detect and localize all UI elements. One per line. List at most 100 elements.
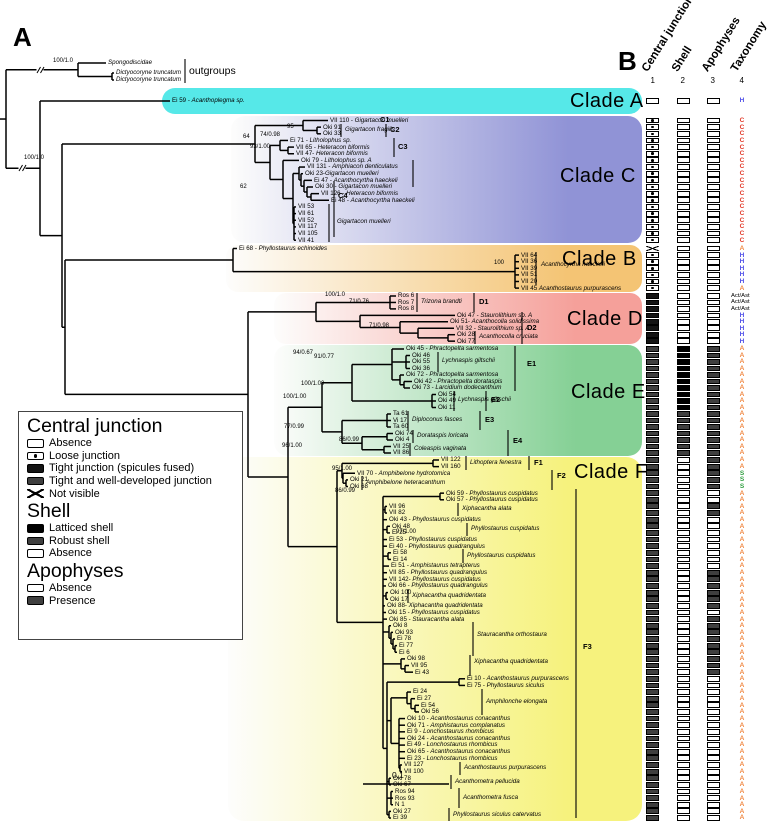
tip-label: Oki 91 xyxy=(323,124,341,131)
panel-b-label: B xyxy=(618,46,637,76)
tip-label: Oki 46 xyxy=(412,352,430,359)
tip-label: Ei 14 xyxy=(393,556,407,563)
taxonomy-value: H xyxy=(739,331,745,339)
tip-id: Ros 94 xyxy=(395,787,415,795)
support-value: 100/1.0 xyxy=(53,57,74,64)
tip-id: Ei 53 - xyxy=(389,535,409,543)
taxonomy-value: A xyxy=(739,642,745,650)
tip-species: Heteracon biformis xyxy=(317,143,370,151)
matrix-cell-central-junction xyxy=(646,170,659,177)
matrix-cell-apophyses xyxy=(707,470,720,477)
legend-item-label: Tight and well-developed junction xyxy=(49,475,212,488)
taxonomy-value: A xyxy=(739,489,745,497)
taxonomy-value: H xyxy=(739,251,745,259)
tip-label: VII 126 - Heteracon biformis xyxy=(321,190,398,197)
tip-label: Oki 100 xyxy=(390,589,411,596)
tip-label: VII 47- Heteracon biformis xyxy=(296,150,368,157)
tip-species: Acanthoplegma sp. xyxy=(191,97,245,105)
subclade-label-F1: F1 xyxy=(534,458,543,467)
legend-item-label: Absence xyxy=(49,582,92,595)
tip-label: VII 100 xyxy=(404,768,424,775)
matrix-cell-central-junction xyxy=(646,655,659,662)
tip-label: VII 32 - Staurolithium sp. A xyxy=(456,325,529,332)
matrix-cell-shell xyxy=(676,338,690,344)
matrix-cell-shell xyxy=(676,204,690,210)
loose-junction-dot xyxy=(651,119,654,122)
legend-item-label: Latticed shell xyxy=(49,522,114,535)
taxonomy-value: S xyxy=(739,482,745,490)
matrix-cell-apophyses xyxy=(707,245,720,252)
tip-id: VII 122 xyxy=(441,456,461,464)
taxonomy-value: A xyxy=(739,384,745,392)
matrix-cell-apophyses xyxy=(707,589,720,596)
matrix-cell-apophyses xyxy=(707,365,720,372)
matrix-cell-apophyses xyxy=(707,642,720,649)
subclade-label-D1: D1 xyxy=(479,297,489,306)
matrix-cell-central-junction xyxy=(646,748,659,755)
matrix-cell-shell xyxy=(676,325,690,332)
support-value: 95/1.00 xyxy=(332,465,353,472)
matrix-cell-apophyses xyxy=(707,430,720,437)
matrix-cell-apophyses xyxy=(707,629,720,636)
legend-item: Tight and well-developed junction xyxy=(27,475,234,488)
matrix-cell-central-junction xyxy=(646,815,659,821)
matrix-cell-central-junction xyxy=(646,359,659,365)
tip-id: Ei 48 - xyxy=(331,196,351,204)
tip-id: Oki 27 xyxy=(393,807,411,815)
tip-id: VII 32 - xyxy=(456,324,478,332)
support-value: 91/0.77 xyxy=(314,353,335,360)
matrix-cell-apophyses xyxy=(707,230,720,237)
taxonomy-value: A xyxy=(739,602,745,610)
tip-species: Spongodiscidae xyxy=(108,59,153,67)
matrix-cell-central-junction xyxy=(646,702,659,709)
matrix-cell-apophyses xyxy=(707,709,720,715)
legend-item: Absence xyxy=(27,437,234,450)
matrix-cell-apophyses xyxy=(707,352,720,359)
matrix-cell-shell xyxy=(676,702,690,709)
group-species-label: Stauracantha orthostaura xyxy=(477,631,547,639)
tip-label: VII 36 xyxy=(521,258,537,265)
tip-label: Oki 42 - Phractopelta dorataspis xyxy=(414,378,502,385)
tip-id: Oki 59 - xyxy=(446,489,470,497)
matrix-cell-central-junction xyxy=(646,735,659,742)
clade-band-D xyxy=(274,293,642,344)
tip-species: Lonchostaurus rhombicus xyxy=(423,728,495,736)
taxonomy-value: A xyxy=(739,403,745,411)
tip-id: Oki 4 xyxy=(395,436,410,444)
tip-id: Oki 17 xyxy=(390,595,408,603)
matrix-cell-apophyses xyxy=(707,669,720,676)
taxonomy-value: H xyxy=(739,324,745,332)
taxonomy-value: C xyxy=(739,216,745,224)
matrix-cell-central-junction xyxy=(646,808,659,815)
matrix-cell-apophyses xyxy=(707,808,720,815)
matrix-cell-shell xyxy=(676,629,690,636)
loose-junction-dot xyxy=(651,199,654,202)
tip-label: Oki 71 - Amphistaurus complanatus xyxy=(407,722,505,729)
matrix-cell-apophyses xyxy=(707,318,720,325)
matrix-cell-shell xyxy=(676,762,690,768)
taxonomy-value: C xyxy=(739,203,745,211)
tip-label: VII 82 xyxy=(389,509,405,516)
matrix-cell-shell xyxy=(676,589,690,596)
tip-species: Acanthostaurus conacanthus xyxy=(430,748,511,756)
matrix-cell-central-junction xyxy=(646,285,659,291)
matrix-cell-apophyses xyxy=(707,722,720,729)
matrix-cell-apophyses xyxy=(707,331,720,338)
matrix-cell-central-junction xyxy=(646,404,659,411)
tip-id: Oki 47 - xyxy=(457,311,481,319)
matrix-cell-central-junction xyxy=(646,117,659,124)
taxonomy-value: A xyxy=(739,535,745,543)
matrix-cell-central-junction xyxy=(646,184,659,190)
group-species-label: Trizona brandti xyxy=(421,298,462,306)
matrix-cell-apophyses xyxy=(707,549,720,556)
matrix-cell-shell xyxy=(676,755,690,762)
tip-label: Oki 48 xyxy=(392,523,410,530)
matrix-cell-apophyses xyxy=(707,715,720,722)
taxonomy-value: A xyxy=(739,582,745,590)
branch-break-gap xyxy=(18,164,26,172)
taxonomy-value: A xyxy=(739,721,745,729)
matrix-cell-shell xyxy=(676,775,690,782)
taxonomy-value: A xyxy=(739,569,745,577)
tip-label: Oki 8 xyxy=(393,622,407,629)
matrix-cell-shell xyxy=(676,144,690,151)
